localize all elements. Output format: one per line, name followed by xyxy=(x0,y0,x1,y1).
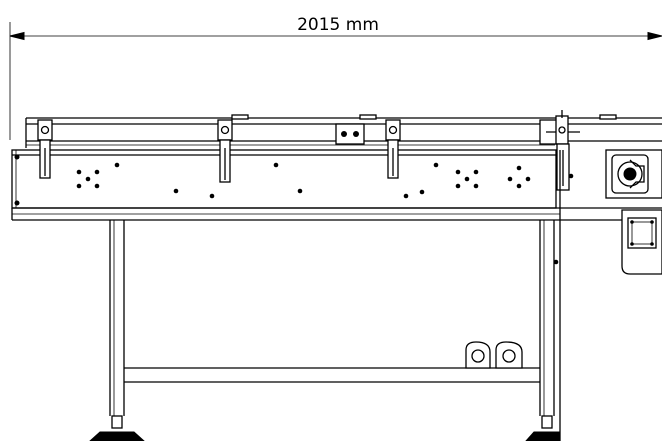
lower-crossbar xyxy=(124,367,540,383)
clamp-2 xyxy=(217,119,233,183)
drive-end-bracket xyxy=(539,110,580,441)
right-leg xyxy=(525,220,561,441)
clamp-3 xyxy=(385,119,401,179)
panel-bolt-holes xyxy=(76,162,531,199)
overall-length-dimension: 2015 mm xyxy=(9,15,662,140)
cable-glands xyxy=(465,341,523,369)
clamp-1 xyxy=(37,119,53,179)
gear-motor xyxy=(605,149,662,275)
joint-bracket xyxy=(335,123,365,145)
left-leg xyxy=(89,220,145,441)
dimension-label: 2015 mm xyxy=(297,15,379,35)
